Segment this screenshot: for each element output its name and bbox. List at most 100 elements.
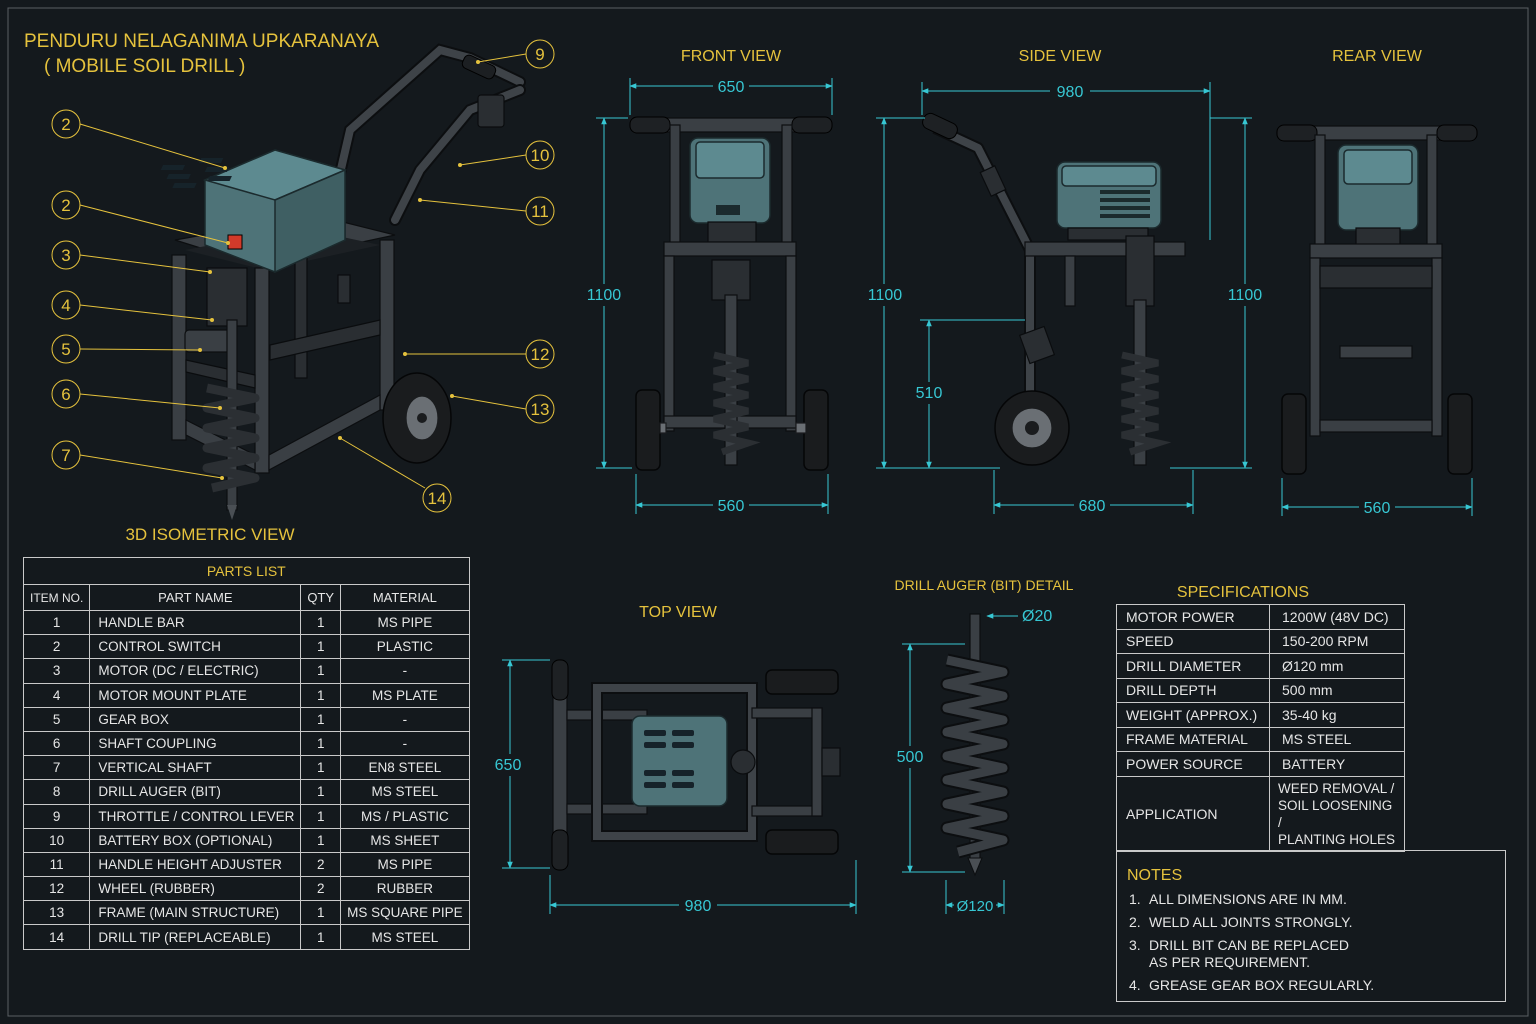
part-material: MS PLATE xyxy=(340,682,470,708)
rear-height-dim: 1100 xyxy=(1228,287,1263,304)
part-name: THROTTLE / CONTROL LEVER xyxy=(89,803,302,829)
spec-label: DRILL DIAMETER xyxy=(1116,653,1270,679)
part-item-no: 6 xyxy=(22,730,91,757)
svg-text:5: 5 xyxy=(61,340,70,359)
callout-5: 5 xyxy=(51,334,202,364)
part-name: BATTERY BOX (OPTIONAL) xyxy=(89,827,302,853)
callout-7: 7 xyxy=(51,440,224,480)
part-material: - xyxy=(340,658,470,684)
callout-2a: 2 xyxy=(51,109,227,170)
part-item-no: 3 xyxy=(22,658,91,684)
drawing-subtitle: ( MOBILE SOIL DRILL ) xyxy=(44,56,245,77)
view-label-isometric: 3D ISOMETRIC VIEW xyxy=(125,525,294,544)
notes-title: NOTES xyxy=(1127,867,1183,884)
callout-2b: 2 xyxy=(51,190,230,245)
auger-length-dim: 500 xyxy=(897,749,924,766)
part-name: GEAR BOX xyxy=(89,706,302,732)
rear-wheel-right xyxy=(1447,393,1473,475)
svg-text:13: 13 xyxy=(531,400,550,419)
iso-frame-leg xyxy=(171,254,187,441)
front-width-bottom-dim: 560 xyxy=(718,498,745,515)
list-item: 3. DRILL BIT CAN BE REPLACED AS PER REQUI… xyxy=(1129,937,1374,971)
spec-value: 1200W (48V DC) xyxy=(1269,604,1405,630)
iso-shaft-coupling xyxy=(184,329,231,353)
part-name: MOTOR MOUNT PLATE xyxy=(89,682,302,708)
front-width-top-dim: 650 xyxy=(718,79,745,96)
part-qty: 1 xyxy=(300,755,342,781)
front-auger xyxy=(713,351,761,456)
side-height-dim: 1100 xyxy=(868,287,903,304)
note-text: DRILL BIT CAN BE REPLACED AS PER REQUIRE… xyxy=(1149,937,1349,970)
svg-text:2: 2 xyxy=(61,196,70,215)
svg-text:10: 10 xyxy=(531,146,550,165)
svg-text:2: 2 xyxy=(61,115,70,134)
note-text: ALL DIMENSIONS ARE IN MM. xyxy=(1149,891,1347,907)
part-item-no: 10 xyxy=(22,827,91,853)
part-material: MS STEEL xyxy=(340,924,470,950)
svg-text:6: 6 xyxy=(61,385,70,404)
callout-6: 6 xyxy=(51,379,222,410)
part-name: SHAFT COUPLING xyxy=(89,730,302,757)
spec-value: BATTERY xyxy=(1269,751,1405,777)
side-length-dim: 980 xyxy=(1057,84,1084,101)
part-material: PLASTIC xyxy=(340,634,470,660)
side-view xyxy=(922,112,1186,466)
callout-13: 13 xyxy=(450,394,555,424)
parts-list-title: PARTS LIST xyxy=(23,557,470,585)
part-material: - xyxy=(340,730,470,757)
part-qty: 1 xyxy=(300,924,342,950)
callouts: 2 2 3 4 5 6 7 xyxy=(51,39,555,513)
part-material: MS STEEL xyxy=(340,779,470,805)
top-dimensions: 650 980 xyxy=(490,659,857,915)
note-text: GREASE GEAR BOX REGULARLY. xyxy=(1149,977,1375,993)
part-item-no: 4 xyxy=(22,682,91,708)
spec-label: MOTOR POWER xyxy=(1116,604,1270,630)
spec-label: FRAME MATERIAL xyxy=(1116,726,1270,752)
part-qty: 1 xyxy=(300,779,342,805)
iso-drill-auger xyxy=(202,383,260,493)
callout-3: 3 xyxy=(51,240,212,274)
iso-throttle-grip xyxy=(461,54,497,80)
header-part-name: PART NAME xyxy=(89,584,302,611)
part-qty: 1 xyxy=(300,900,342,926)
drawing-title: PENDURU NELAGANIMA UPKARANAYA xyxy=(24,31,379,52)
svg-text:7: 7 xyxy=(61,446,70,465)
front-dimensions: 650 1100 560 xyxy=(584,76,833,515)
spec-value: MS STEEL xyxy=(1269,726,1405,752)
part-item-no: 9 xyxy=(22,803,91,829)
view-label-rear: REAR VIEW xyxy=(1332,48,1423,65)
view-label-top: TOP VIEW xyxy=(639,604,718,621)
svg-text:4: 4 xyxy=(61,296,70,315)
header-qty: QTY xyxy=(300,584,342,611)
part-qty: 1 xyxy=(300,803,342,829)
svg-text:14: 14 xyxy=(428,489,447,508)
top-width-dim: 650 xyxy=(495,757,522,774)
side-base-dim: 680 xyxy=(1079,498,1106,515)
note-text: WELD ALL JOINTS STRONGLY. xyxy=(1149,914,1353,930)
callout-14: 14 xyxy=(338,436,452,513)
note-number: 3. xyxy=(1129,937,1141,953)
svg-text:3: 3 xyxy=(61,246,70,265)
callout-11: 11 xyxy=(418,196,555,226)
spec-label: APPLICATION xyxy=(1116,775,1270,852)
list-item: 1.ALL DIMENSIONS ARE IN MM. xyxy=(1129,891,1374,908)
part-name: CONTROL SWITCH xyxy=(89,634,302,660)
note-number: 2. xyxy=(1129,914,1141,930)
front-frame-top xyxy=(663,241,797,257)
auger-detail xyxy=(940,613,1010,877)
part-item-no: 2 xyxy=(22,634,91,660)
notes-box: NOTES 1.ALL DIMENSIONS ARE IN MM. 2. WELD … xyxy=(1116,850,1506,1002)
part-material: - xyxy=(340,706,470,732)
top-length-dim: 980 xyxy=(685,898,712,915)
header-material: MATERIAL xyxy=(340,584,470,611)
part-name: VERTICAL SHAFT xyxy=(89,755,302,781)
